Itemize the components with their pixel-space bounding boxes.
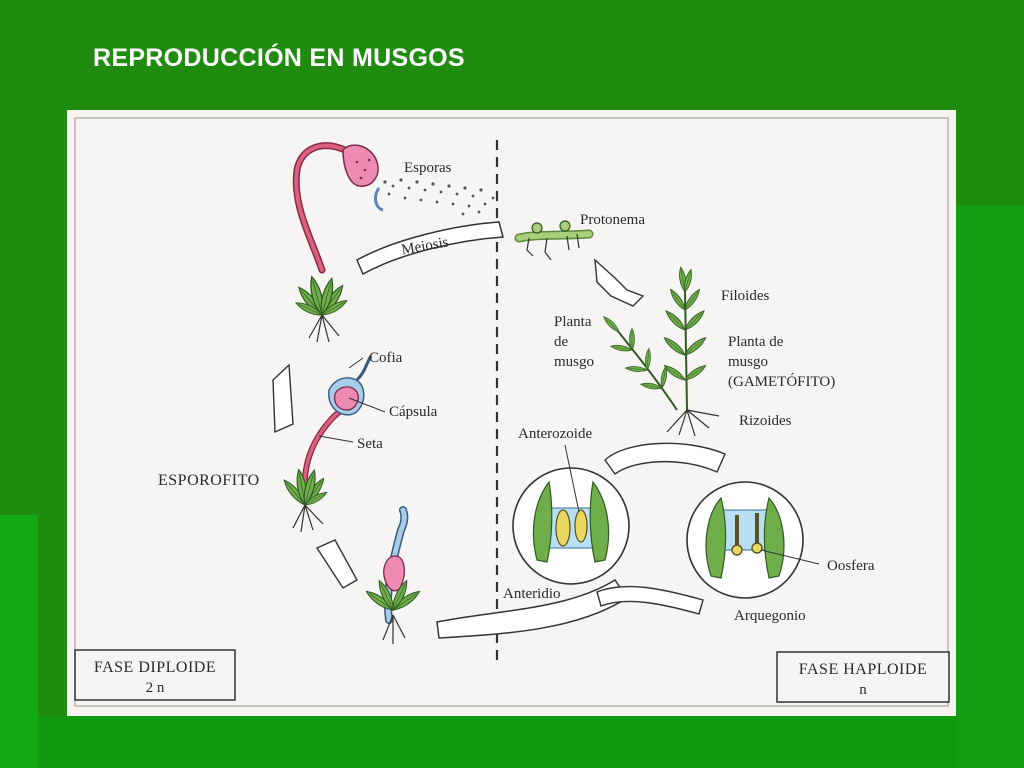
label-anteridio: Anteridio: [503, 586, 561, 602]
meiosis-arrow: [356, 221, 504, 276]
label-planta-2: de: [554, 334, 569, 350]
label-planta-1: Planta: [554, 314, 592, 330]
antheridium-illustration: [512, 467, 630, 585]
label-capsula: Cápsula: [389, 404, 438, 420]
label-leader-lines: [318, 357, 820, 565]
phase-diploid-value: 2 n: [146, 680, 165, 696]
label-arquegonio: Arquegonio: [734, 608, 806, 624]
label-protonema: Protonema: [580, 212, 645, 228]
embryo-sporophyte-illustration: [363, 506, 423, 644]
gametophyte-plants-illustration: [601, 266, 720, 437]
arrow-protonema-to-plant: [594, 258, 645, 307]
phase-diploid-name: FASE DIPLOIDE: [94, 659, 216, 676]
label-gametofito-2: musgo: [728, 354, 768, 370]
slide-title: REPRODUCCIÓN EN MUSGOS: [93, 44, 465, 72]
arrow-left-lower: [315, 539, 358, 589]
protonema-illustration: [514, 220, 594, 261]
label-esporofito: ESPOROFITO: [158, 472, 260, 489]
background-band-right: [956, 205, 1024, 768]
phase-haploid-box: FASE HAPLOIDE n: [776, 651, 950, 703]
arrow-bottom-right: [596, 585, 704, 615]
background-band-bottom: [38, 716, 956, 768]
mature-sporophyte-illustration: [292, 142, 384, 343]
label-planta-3: musgo: [554, 354, 594, 370]
label-esporas: Esporas: [404, 160, 452, 176]
label-gametofito-1: Planta de: [728, 334, 784, 350]
life-cycle-diagram: Esporas Meiosis Protonema Filoides Plant…: [74, 117, 950, 707]
spores-scatter: [383, 178, 495, 216]
phase-haploid-name: FASE HAPLOIDE: [799, 661, 927, 678]
moss-life-cycle-figure: Esporas Meiosis Protonema Filoides Plant…: [67, 110, 956, 716]
label-filoides: Filoides: [721, 288, 770, 304]
background-band-left: [0, 515, 38, 768]
phase-diploid-box: FASE DIPLOIDE 2 n: [74, 649, 236, 701]
label-cofia: Cofia: [369, 350, 403, 366]
arrow-left-upper: [272, 363, 294, 434]
label-meiosis: Meiosis: [400, 234, 450, 258]
label-gametofito-3: (GAMETÓFITO): [728, 373, 835, 390]
arrow-plant-to-gametangia: [604, 442, 726, 475]
young-sporophyte-illustration: [280, 355, 373, 533]
label-rizoides: Rizoides: [739, 413, 792, 429]
phase-haploid-value: n: [859, 682, 867, 698]
label-anterozoide: Anterozoide: [518, 426, 592, 442]
archegonium-illustration: [686, 481, 804, 599]
figure-frame: [74, 117, 949, 707]
label-oosfera: Oosfera: [827, 558, 875, 574]
label-seta: Seta: [357, 436, 383, 452]
